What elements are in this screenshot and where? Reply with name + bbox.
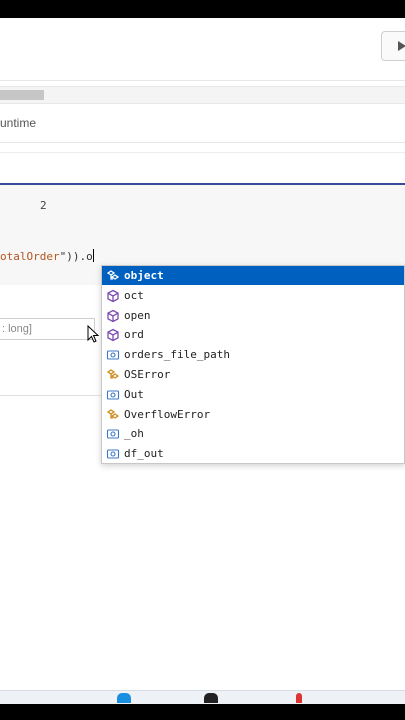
suggestion-item[interactable]: object	[102, 266, 404, 285]
play-icon	[398, 41, 405, 51]
function-icon	[106, 309, 120, 323]
suggestion-item[interactable]: OSError	[102, 365, 404, 384]
class-icon	[106, 408, 120, 422]
taskbar	[0, 690, 405, 705]
schema-hint-text: : long]	[2, 323, 32, 335]
bottom-black-bar	[0, 704, 405, 720]
run-button[interactable]	[381, 31, 405, 61]
notebook-toolbar	[0, 18, 405, 81]
empty-output-row	[0, 152, 405, 184]
horizontal-scrollbar[interactable]	[0, 86, 405, 104]
suggestion-item[interactable]: ord	[102, 325, 404, 344]
variable-icon	[106, 348, 120, 362]
suggestion-item[interactable]: OverflowError	[102, 405, 404, 424]
suggestion-item[interactable]: df_out	[102, 444, 404, 463]
function-icon	[106, 328, 120, 342]
suggestion-label: oct	[124, 288, 144, 302]
code-string-token: otalOrder	[0, 250, 60, 263]
suggestion-label: orders_file_path	[124, 348, 230, 362]
browser-icon[interactable]	[117, 693, 131, 703]
suggestion-label: _oh	[124, 427, 144, 441]
mouse-pointer-icon	[87, 325, 99, 343]
scrollbar-thumb[interactable]	[0, 90, 44, 100]
notification-icon[interactable]	[296, 693, 302, 703]
class-icon	[106, 368, 120, 382]
app-icon[interactable]	[204, 693, 218, 703]
top-black-bar	[0, 0, 405, 18]
suggestion-label: ord	[124, 328, 144, 342]
suggestion-label: Out	[124, 387, 144, 401]
suggestion-label: open	[124, 308, 151, 322]
runtime-label: untime	[0, 116, 37, 130]
suggestion-item[interactable]: orders_file_path	[102, 345, 404, 364]
suggestion-item[interactable]: Out	[102, 385, 404, 404]
text-cursor	[92, 249, 94, 262]
suggestion-item[interactable]: oct	[102, 286, 404, 305]
suggestion-label: object	[124, 269, 164, 282]
code-suffix-token: ")).o	[59, 250, 93, 263]
schema-hint-box: : long]	[0, 318, 95, 340]
suggestion-label: OSError	[124, 368, 171, 381]
variable-icon	[106, 427, 120, 441]
suggestion-item[interactable]: _oh	[102, 424, 404, 443]
runtime-row: untime	[0, 104, 405, 143]
class-icon	[106, 269, 120, 283]
line-number: 2	[40, 199, 47, 212]
suggestion-item[interactable]: open	[102, 306, 404, 325]
suggestion-label: OverflowError	[124, 407, 211, 421]
variable-icon	[106, 447, 120, 461]
suggestion-label: df_out	[124, 447, 164, 461]
variable-icon	[106, 388, 120, 402]
function-icon	[106, 289, 120, 303]
code-line[interactable]: otalOrder")).o	[0, 249, 94, 263]
